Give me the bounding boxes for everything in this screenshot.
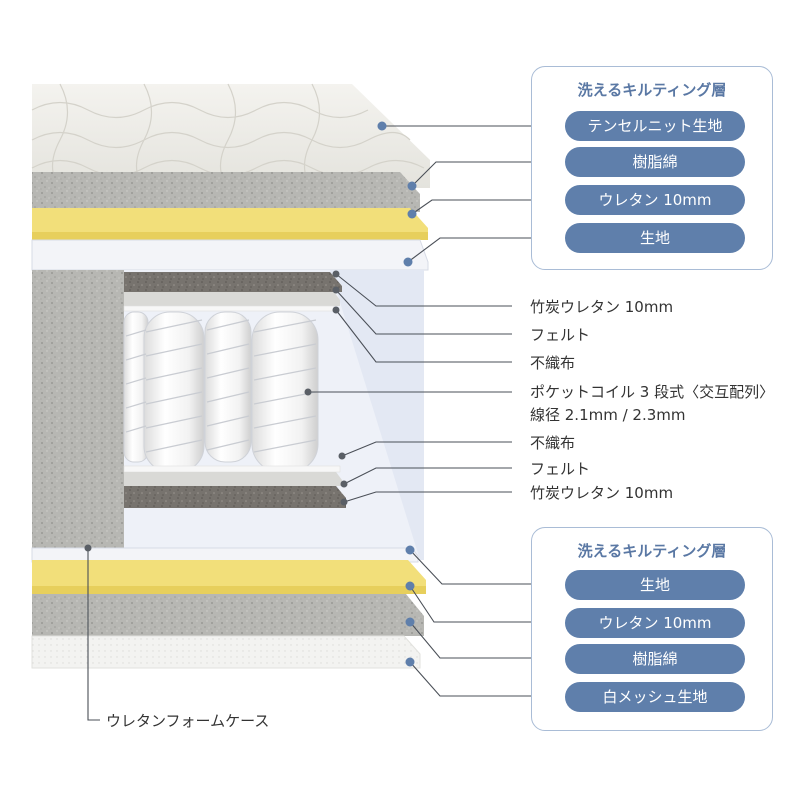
label-wire-diameter: 線径 2.1mm / 2.3mm [530,406,686,424]
top-resin-cotton-layer [32,172,420,212]
bottom-item-white-mesh: 白メッシュ生地 [565,682,745,712]
lower-bamboo-charcoal-urethane [124,486,346,508]
bottom-item-resin-cotton: 樹脂綿 [565,644,745,674]
bottom-box-title: 洗えるキルティング層 [577,542,727,560]
upper-non-woven [123,305,335,312]
label-urethane-foam-case: ウレタンフォームケース [106,712,270,730]
label-lower-non-woven: 不織布 [530,434,576,452]
upper-bamboo-charcoal-urethane [124,272,342,292]
bottom-item-urethane: ウレタン 10mm [565,608,745,638]
lower-felt [124,472,342,486]
upper-felt [124,292,340,306]
label-upper-felt: フェルト [530,326,591,344]
top-item-tencel-knit: テンセルニット生地 [565,111,745,141]
label-lower-bamboo-urethane: 竹炭ウレタン 10mm [530,484,674,502]
top-box-title: 洗えるキルティング層 [577,81,727,99]
top-item-urethane: ウレタン 10mm [565,185,745,215]
top-quilting-layer-box: 洗えるキルティング層 テンセルニット生地 樹脂綿 ウレタン 10mm 生地 [531,66,773,270]
bottom-quilting-layer-box: 洗えるキルティング層 生地 ウレタン 10mm 樹脂綿 白メッシュ生地 [531,527,773,731]
bottom-fabric-layer [31,547,419,563]
urethane-foam-case [32,270,124,560]
bottom-resin-cotton-layer [32,594,424,636]
top-quilted-knit-fabric [32,84,430,188]
label-upper-bamboo-urethane: 竹炭ウレタン 10mm [530,298,674,316]
bottom-urethane-layer [32,560,426,594]
label-lower-felt: フェルト [530,460,591,478]
top-fabric-layer [31,239,429,271]
top-item-resin-cotton: 樹脂綿 [565,147,745,177]
pocket-coils [123,311,328,473]
bottom-item-fabric: 生地 [565,570,745,600]
label-upper-non-woven: 不織布 [530,354,576,372]
top-item-fabric: 生地 [565,223,745,253]
lower-non-woven [123,465,341,473]
bottom-white-mesh-fabric [31,635,421,669]
label-pocket-coil: ポケットコイル 3 段式〈交互配列〉 [530,383,775,401]
